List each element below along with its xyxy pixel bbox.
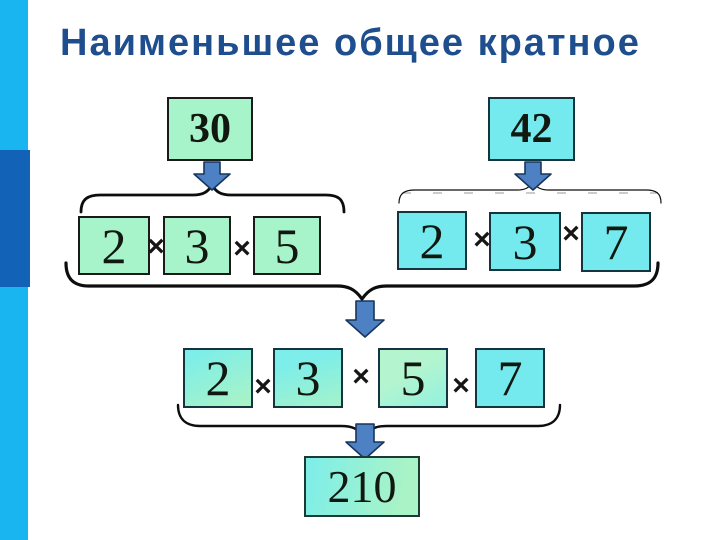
result-underbrace bbox=[176, 403, 562, 440]
left-factor-box: 2 bbox=[78, 216, 150, 275]
left-factor-box: 5 bbox=[253, 216, 321, 275]
left-factor-box: 3 bbox=[163, 216, 231, 275]
combined-factor-box: 7 bbox=[475, 348, 545, 408]
arrow-down-icon bbox=[345, 423, 385, 460]
times-operator: × bbox=[562, 217, 580, 250]
number-box-30: 30 bbox=[167, 97, 253, 161]
times-operator: × bbox=[233, 232, 251, 265]
times-operator: × bbox=[254, 370, 272, 403]
left-overbrace bbox=[79, 182, 346, 214]
right-factor-box: 7 bbox=[581, 212, 651, 272]
times-operator: × bbox=[452, 369, 470, 402]
combined-factor-box: 2 bbox=[183, 348, 253, 408]
times-operator: × bbox=[147, 230, 165, 263]
arrow-down-icon bbox=[514, 161, 552, 191]
merge-underbrace bbox=[64, 261, 660, 302]
arrow-down-icon bbox=[345, 300, 385, 338]
result-box-210: 210 bbox=[304, 456, 420, 517]
number-box-42: 42 bbox=[488, 97, 575, 161]
sidebar-stripe-dark bbox=[0, 150, 30, 287]
times-operator: × bbox=[352, 360, 370, 393]
right-overbrace bbox=[398, 180, 662, 204]
page-title: Наименьшее общее кратное bbox=[60, 22, 641, 64]
combined-factor-box: 3 bbox=[273, 348, 343, 408]
combined-factor-box: 5 bbox=[378, 348, 448, 408]
times-operator: × bbox=[473, 223, 491, 256]
right-factor-box: 3 bbox=[489, 212, 561, 271]
arrow-down-icon bbox=[193, 161, 231, 191]
right-factor-box: 2 bbox=[397, 211, 467, 270]
